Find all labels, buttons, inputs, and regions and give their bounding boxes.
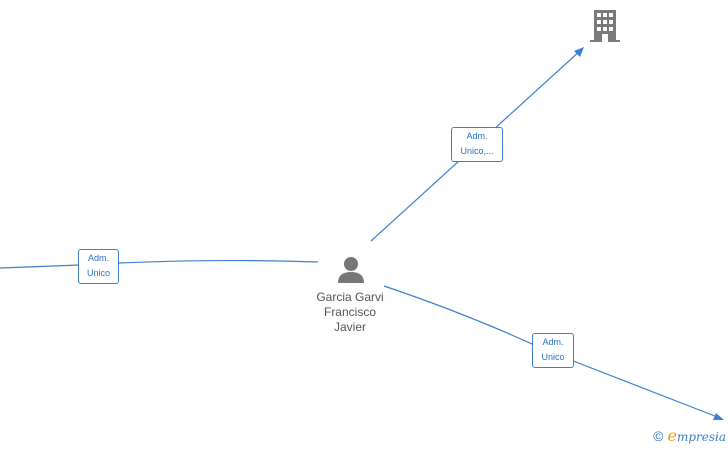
person-name[interactable]: Garcia Garvi Francisco Javier (300, 290, 400, 335)
edge-label-line: Unico (86, 268, 110, 278)
brand-logo-initial: e (667, 426, 677, 445)
edge-left (0, 259, 319, 269)
edge-label-line: Adm. (87, 253, 109, 263)
edge-label-line: Adm. (542, 337, 564, 347)
person-icon[interactable] (338, 257, 364, 283)
person-name-line: Garcia Garvi (316, 290, 384, 304)
edge-label-top[interactable]: Adm. Unico,... (451, 127, 503, 162)
edge-label-line: Unico,... (460, 146, 494, 156)
person-name-line: Francisco (323, 305, 376, 319)
building-icon[interactable] (590, 10, 620, 42)
edge-label-line: Adm. (466, 131, 488, 141)
edge-label-bottom[interactable]: Adm. Unico (532, 333, 574, 368)
person-name-line: Javier (333, 320, 366, 334)
footer-brand: ©empresia (653, 426, 726, 445)
edge-label-left[interactable]: Adm. Unico (78, 249, 119, 284)
brand-logo-text: mpresia (676, 430, 726, 444)
edge-bottom-arrow (713, 413, 724, 420)
edge-top-arrow (574, 47, 584, 57)
copyright-symbol: © (653, 428, 664, 444)
edge-label-line: Unico (541, 352, 565, 362)
